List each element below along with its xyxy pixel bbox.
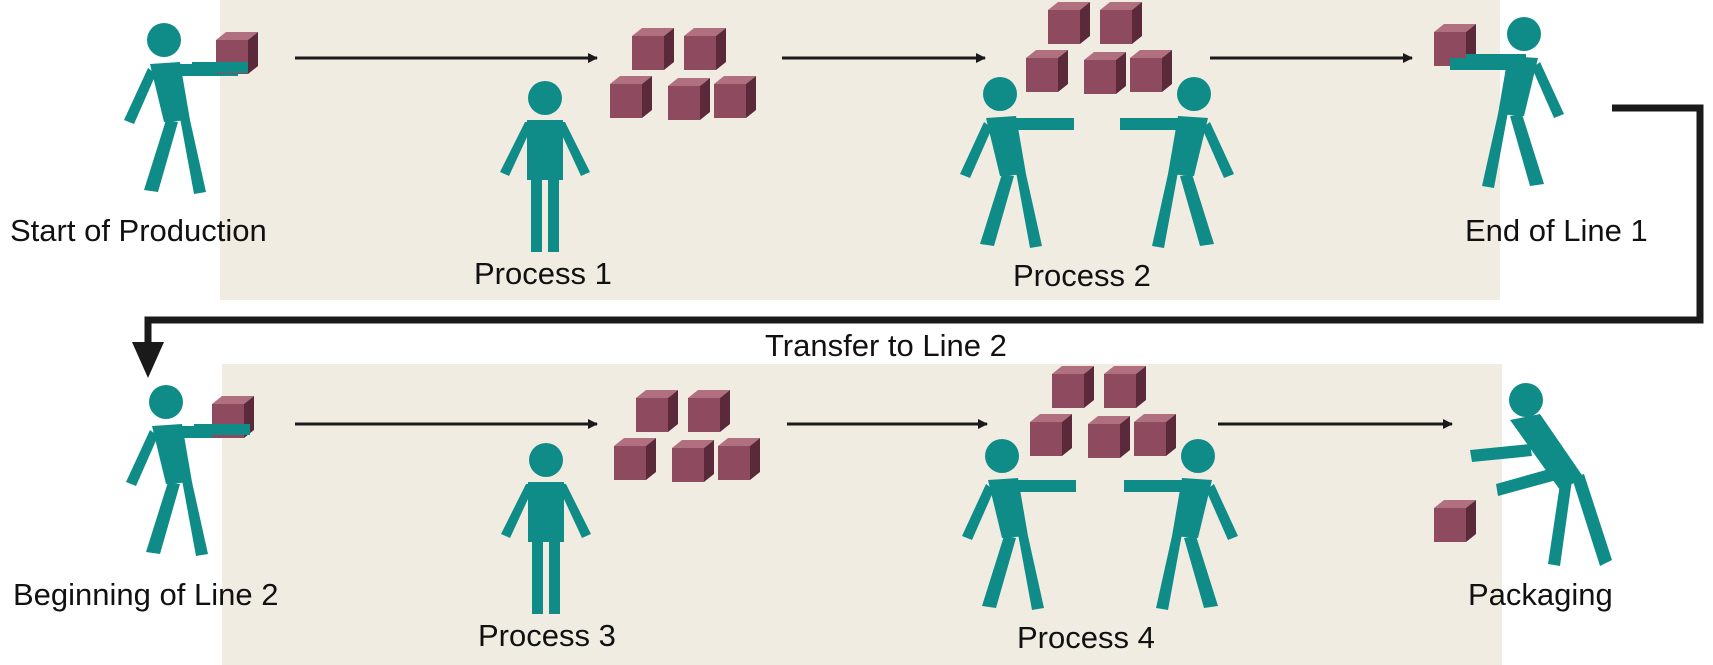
start-of-production-label: Start of Production [10,213,267,248]
process-4-label: Process 4 [1017,620,1155,655]
process-3-label: Process 3 [478,618,616,653]
line-1-band [220,0,1500,300]
end-worker-icon [1434,17,1564,188]
packaging-label: Packaging [1468,577,1613,612]
packaging-worker-icon [1434,383,1612,566]
start-worker-icon [124,23,258,194]
transfer-connector [144,104,1704,355]
transfer-to-line-2-label: Transfer to Line 2 [765,328,1007,363]
transfer-arrowhead [132,342,164,378]
end-of-line-1-label: End of Line 1 [1465,213,1648,248]
process-1-label: Process 1 [474,256,612,291]
process-2-label: Process 2 [1013,258,1151,293]
beginning-worker-icon [126,385,254,556]
line-2-band [222,364,1502,665]
beginning-of-line-2-label: Beginning of Line 2 [13,577,279,612]
